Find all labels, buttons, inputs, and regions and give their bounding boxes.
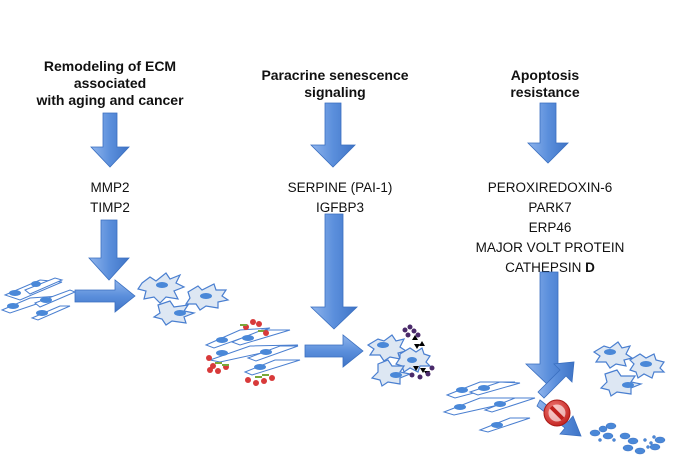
arrow-down-ecm-bottom xyxy=(88,219,130,281)
heading-paracrine-signaling: Paracrine senescence signaling xyxy=(250,67,420,101)
arrow-right-ecm xyxy=(74,279,136,313)
heading-line: associated xyxy=(73,75,147,91)
heading-line: signaling xyxy=(304,84,366,100)
senescent-cells-apoptosis xyxy=(592,341,666,397)
sasp-factors xyxy=(206,319,275,386)
normal-cells-ecm xyxy=(0,277,77,321)
heading-ecm-remodeling: Remodeling of ECM associated with aging … xyxy=(20,58,200,109)
heading-line: with aging and cancer xyxy=(36,92,184,108)
gene-label: IGFBP3 xyxy=(315,200,364,215)
heading-line: Paracrine senescence xyxy=(261,67,409,83)
senescent-cells-paracrine xyxy=(366,334,432,387)
arrow-branch-up-right xyxy=(537,361,575,399)
arrow-down-ecm-top xyxy=(90,112,130,168)
gene-label: PEROXIREDOXIN-6 xyxy=(487,180,613,195)
gene-label: MAJOR VOLT PROTEIN xyxy=(475,240,625,255)
gene-label: CATHEPSIN D xyxy=(460,258,640,278)
gene-label-text: CATHEPSIN xyxy=(505,260,582,275)
secreted-factors-paracrine xyxy=(402,324,435,380)
gene-label-suffix: D xyxy=(585,260,595,275)
gene-list-apoptosis: PEROXIREDOXIN-6 PARK7 ERP46 MAJOR VOLT P… xyxy=(460,178,640,278)
arrow-right-paracrine xyxy=(304,334,364,368)
heading-apoptosis-resistance: Apoptosis resistance xyxy=(490,67,600,101)
senescent-cells-ecm xyxy=(137,272,230,326)
gene-list-paracrine: SERPINE (PAI-1) IGFBP3 xyxy=(270,178,410,218)
prohibition-icon xyxy=(543,399,571,427)
gene-label: SERPINE (PAI-1) xyxy=(287,180,393,195)
arrow-down-apoptosis-top xyxy=(527,102,569,164)
normal-cells-apoptosis xyxy=(442,381,536,433)
gene-label: PARK7 xyxy=(528,200,572,215)
arrow-down-paracrine-bottom xyxy=(310,213,358,330)
gene-list-ecm: MMP2 TIMP2 xyxy=(60,178,160,218)
arrow-down-paracrine-top xyxy=(310,102,356,168)
gene-label: MMP2 xyxy=(90,180,130,195)
gene-label: ERP46 xyxy=(528,220,572,235)
heading-line: Remodeling of ECM xyxy=(43,58,177,74)
heading-line: Apoptosis xyxy=(510,67,580,83)
apoptotic-bodies xyxy=(589,422,666,455)
gene-label: TIMP2 xyxy=(90,200,130,215)
normal-cells-sasp xyxy=(204,327,301,376)
heading-line: resistance xyxy=(510,84,580,100)
